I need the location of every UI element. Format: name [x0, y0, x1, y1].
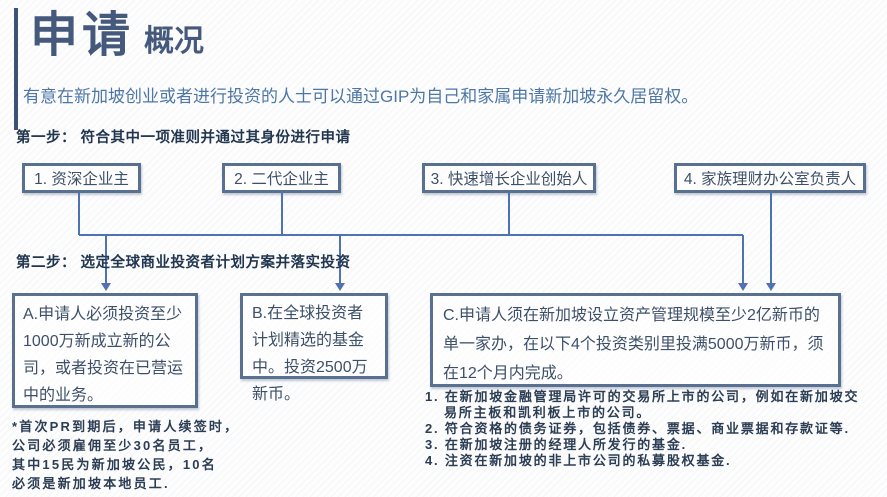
criteria-box-2-label: 2. 二代企业主 — [234, 171, 329, 188]
criteria-box-established-owner: 1. 资深企业主 — [22, 163, 141, 193]
arrow-to-plan-a — [101, 283, 111, 291]
plan-b-text: B.在全球投资者计划精选的基金中。投资2500万新币。 — [252, 305, 368, 403]
plan-a-footnote-line: 公司必须雇佣至少30名员工， — [12, 438, 214, 453]
criteria-box-family-office-principal: 4. 家族理财办公室负责人 — [674, 163, 866, 193]
plan-c-category-1: 1. 在新加坡金融管理局许可的交易所上市的公司，例如在新加坡交易所主板和凯利板上… — [425, 389, 860, 420]
criteria-box-next-gen-owner: 2. 二代企业主 — [222, 163, 341, 193]
intro-text: 有意在新加坡创业或者进行投资的人士可以通过GIP为自己和家属申请新加坡永久居留权… — [23, 87, 699, 106]
plan-c-category-3: 3. 在新加坡注册的经理人所发行的基金. — [425, 436, 688, 452]
plan-box-c: C.申请人须在新加坡设立资产管理规模至少2亿新币的单一家办，在以下4个投资类别里… — [430, 293, 841, 387]
title-accent-bar — [14, 8, 18, 130]
plan-c-category-2: 2. 符合资格的债务证券，包括债券、票据、商业票据和存款证等. — [425, 420, 850, 436]
arrow-to-plan-c-left — [738, 283, 748, 291]
criteria-box-1-label: 1. 资深企业主 — [34, 171, 129, 188]
plan-c-text: C.申请人须在新加坡设立资产管理规模至少2亿新币的单一家办，在以下4个投资类别里… — [443, 307, 824, 382]
plan-c-category-4: 4. 注资在新加坡的非上市公司的私募股权基金. — [425, 452, 732, 468]
plan-box-a: A.申请人必须投资至少1000万新成立新的公司，或者投资在已营运中的业务。 — [12, 293, 198, 408]
plan-a-footnote-line: 必须是新加坡本地员工. — [12, 476, 170, 491]
criteria-box-fast-growth-founder: 3. 快速增长企业创始人 — [422, 163, 596, 193]
plan-a-footnote-line: 其中15民为新加坡公民，10名 — [12, 457, 217, 472]
arrow-to-plan-b — [335, 283, 345, 291]
criteria-box-3-label: 3. 快速增长企业创始人 — [430, 171, 588, 188]
step2-label: 第二步： 选定全球商业投资者计划方案并落实投资 — [16, 255, 351, 271]
plan-c-category-list: 1. 在新加坡金融管理局许可的交易所上市的公司，例如在新加坡交易所主板和凯利板上… — [425, 389, 873, 469]
title-subtitle: 概况 — [144, 25, 205, 58]
page-title: 申请 概况 — [30, 6, 204, 66]
plan-a-footnote-line: *首次PR到期后，申请人续签时， — [12, 419, 240, 434]
title-main: 申请 — [30, 9, 135, 62]
arrow-to-plan-c-right — [766, 283, 776, 291]
plan-a-footnote: *首次PR到期后，申请人续签时， 公司必须雇佣至少30名员工， 其中15民为新加… — [12, 417, 262, 493]
criteria-box-4-label: 4. 家族理财办公室负责人 — [683, 171, 857, 188]
plan-a-text: A.申请人必须投资至少1000万新成立新的公司，或者投资在已营运中的业务。 — [23, 306, 184, 404]
step1-label: 第一步： 符合其中一项准则并通过其身份进行申请 — [16, 130, 351, 146]
plan-box-b: B.在全球投资者计划精选的基金中。投资2500万新币。 — [240, 293, 388, 403]
